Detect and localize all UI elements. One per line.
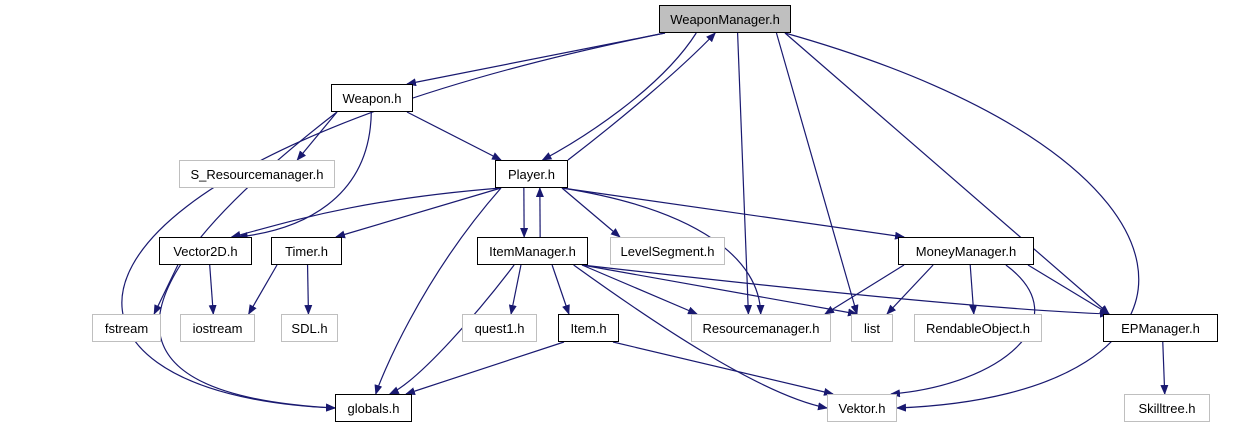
edge-moneymanager-to-vektor	[890, 264, 1036, 398]
node-timer[interactable]: Timer.h	[271, 237, 342, 265]
edge-player-to-timer	[335, 187, 502, 239]
edge-player-to-vector2d	[230, 187, 502, 239]
edge-vector2d-to-fstream	[153, 264, 179, 315]
node-epmanager[interactable]: EPManager.h	[1103, 314, 1218, 342]
edge-weaponmanager-to-resourcemanager	[737, 32, 753, 315]
node-levelsegment[interactable]: LevelSegment.h	[610, 237, 725, 265]
edge-weaponmanager-to-globals	[121, 32, 666, 412]
edge-item-to-globals	[405, 341, 565, 395]
edge-moneymanager-to-list	[886, 264, 934, 315]
edge-player-to-globals	[374, 187, 502, 395]
edge-weaponmanager-to-vektor	[784, 32, 1140, 412]
node-list[interactable]: list	[851, 314, 893, 342]
edge-player-to-moneymanager	[561, 187, 905, 240]
node-iostream[interactable]: iostream	[180, 314, 255, 342]
edge-moneymanager-to-epmanager	[1027, 264, 1110, 315]
node-vector2d[interactable]: Vector2D.h	[159, 237, 252, 265]
node-skilltree[interactable]: Skilltree.h	[1124, 394, 1210, 422]
edges-layer	[121, 32, 1169, 412]
edge-itemmanager-to-epmanager	[581, 264, 1110, 318]
edge-player-to-levelsegment	[561, 187, 621, 238]
node-weaponmanager[interactable]: WeaponManager.h	[659, 5, 791, 33]
edge-moneymanager-to-rendableobject	[969, 264, 978, 315]
edge-player-to-weaponmanager	[567, 32, 716, 161]
edge-weaponmanager-to-epmanager	[784, 32, 1110, 315]
edge-epmanager-to-skilltree	[1160, 341, 1169, 395]
node-rendableobject[interactable]: RendableObject.h	[914, 314, 1042, 342]
node-itemmanager[interactable]: ItemManager.h	[477, 237, 588, 265]
edge-timer-to-sdl	[304, 264, 313, 315]
node-item[interactable]: Item.h	[558, 314, 619, 342]
edge-weaponmanager-to-player	[541, 32, 697, 161]
node-vektor[interactable]: Vektor.h	[827, 394, 897, 422]
node-sdl[interactable]: SDL.h	[281, 314, 338, 342]
node-quest1[interactable]: quest1.h	[462, 314, 537, 342]
edge-timer-to-iostream	[248, 264, 278, 315]
node-fstream[interactable]: fstream	[92, 314, 161, 342]
edge-itemmanager-to-globals	[388, 264, 515, 395]
edge-itemmanager-to-quest1	[508, 264, 522, 315]
node-player[interactable]: Player.h	[495, 160, 568, 188]
edge-weapon-to-s_resourcemanager	[296, 111, 338, 161]
node-globals[interactable]: globals.h	[335, 394, 412, 422]
edge-vector2d-to-iostream	[208, 264, 217, 315]
edge-weaponmanager-to-list	[775, 32, 859, 315]
edge-item-to-vektor	[612, 341, 834, 396]
node-resourcemanager[interactable]: Resourcemanager.h	[691, 314, 831, 342]
node-moneymanager[interactable]: MoneyManager.h	[898, 237, 1034, 265]
edge-itemmanager-to-vektor	[573, 264, 828, 411]
node-weapon[interactable]: Weapon.h	[331, 84, 413, 112]
edge-moneymanager-to-resourcemanager	[824, 264, 905, 315]
edge-weapon-to-player	[406, 111, 502, 161]
edge-itemmanager-to-list	[581, 264, 858, 317]
edge-weapon-to-vector2d	[237, 111, 372, 240]
edge-itemmanager-to-resourcemanager	[581, 264, 698, 315]
edge-itemmanager-to-item	[551, 264, 570, 315]
node-s-resourcemanager[interactable]: S_Resourcemanager.h	[179, 160, 335, 188]
